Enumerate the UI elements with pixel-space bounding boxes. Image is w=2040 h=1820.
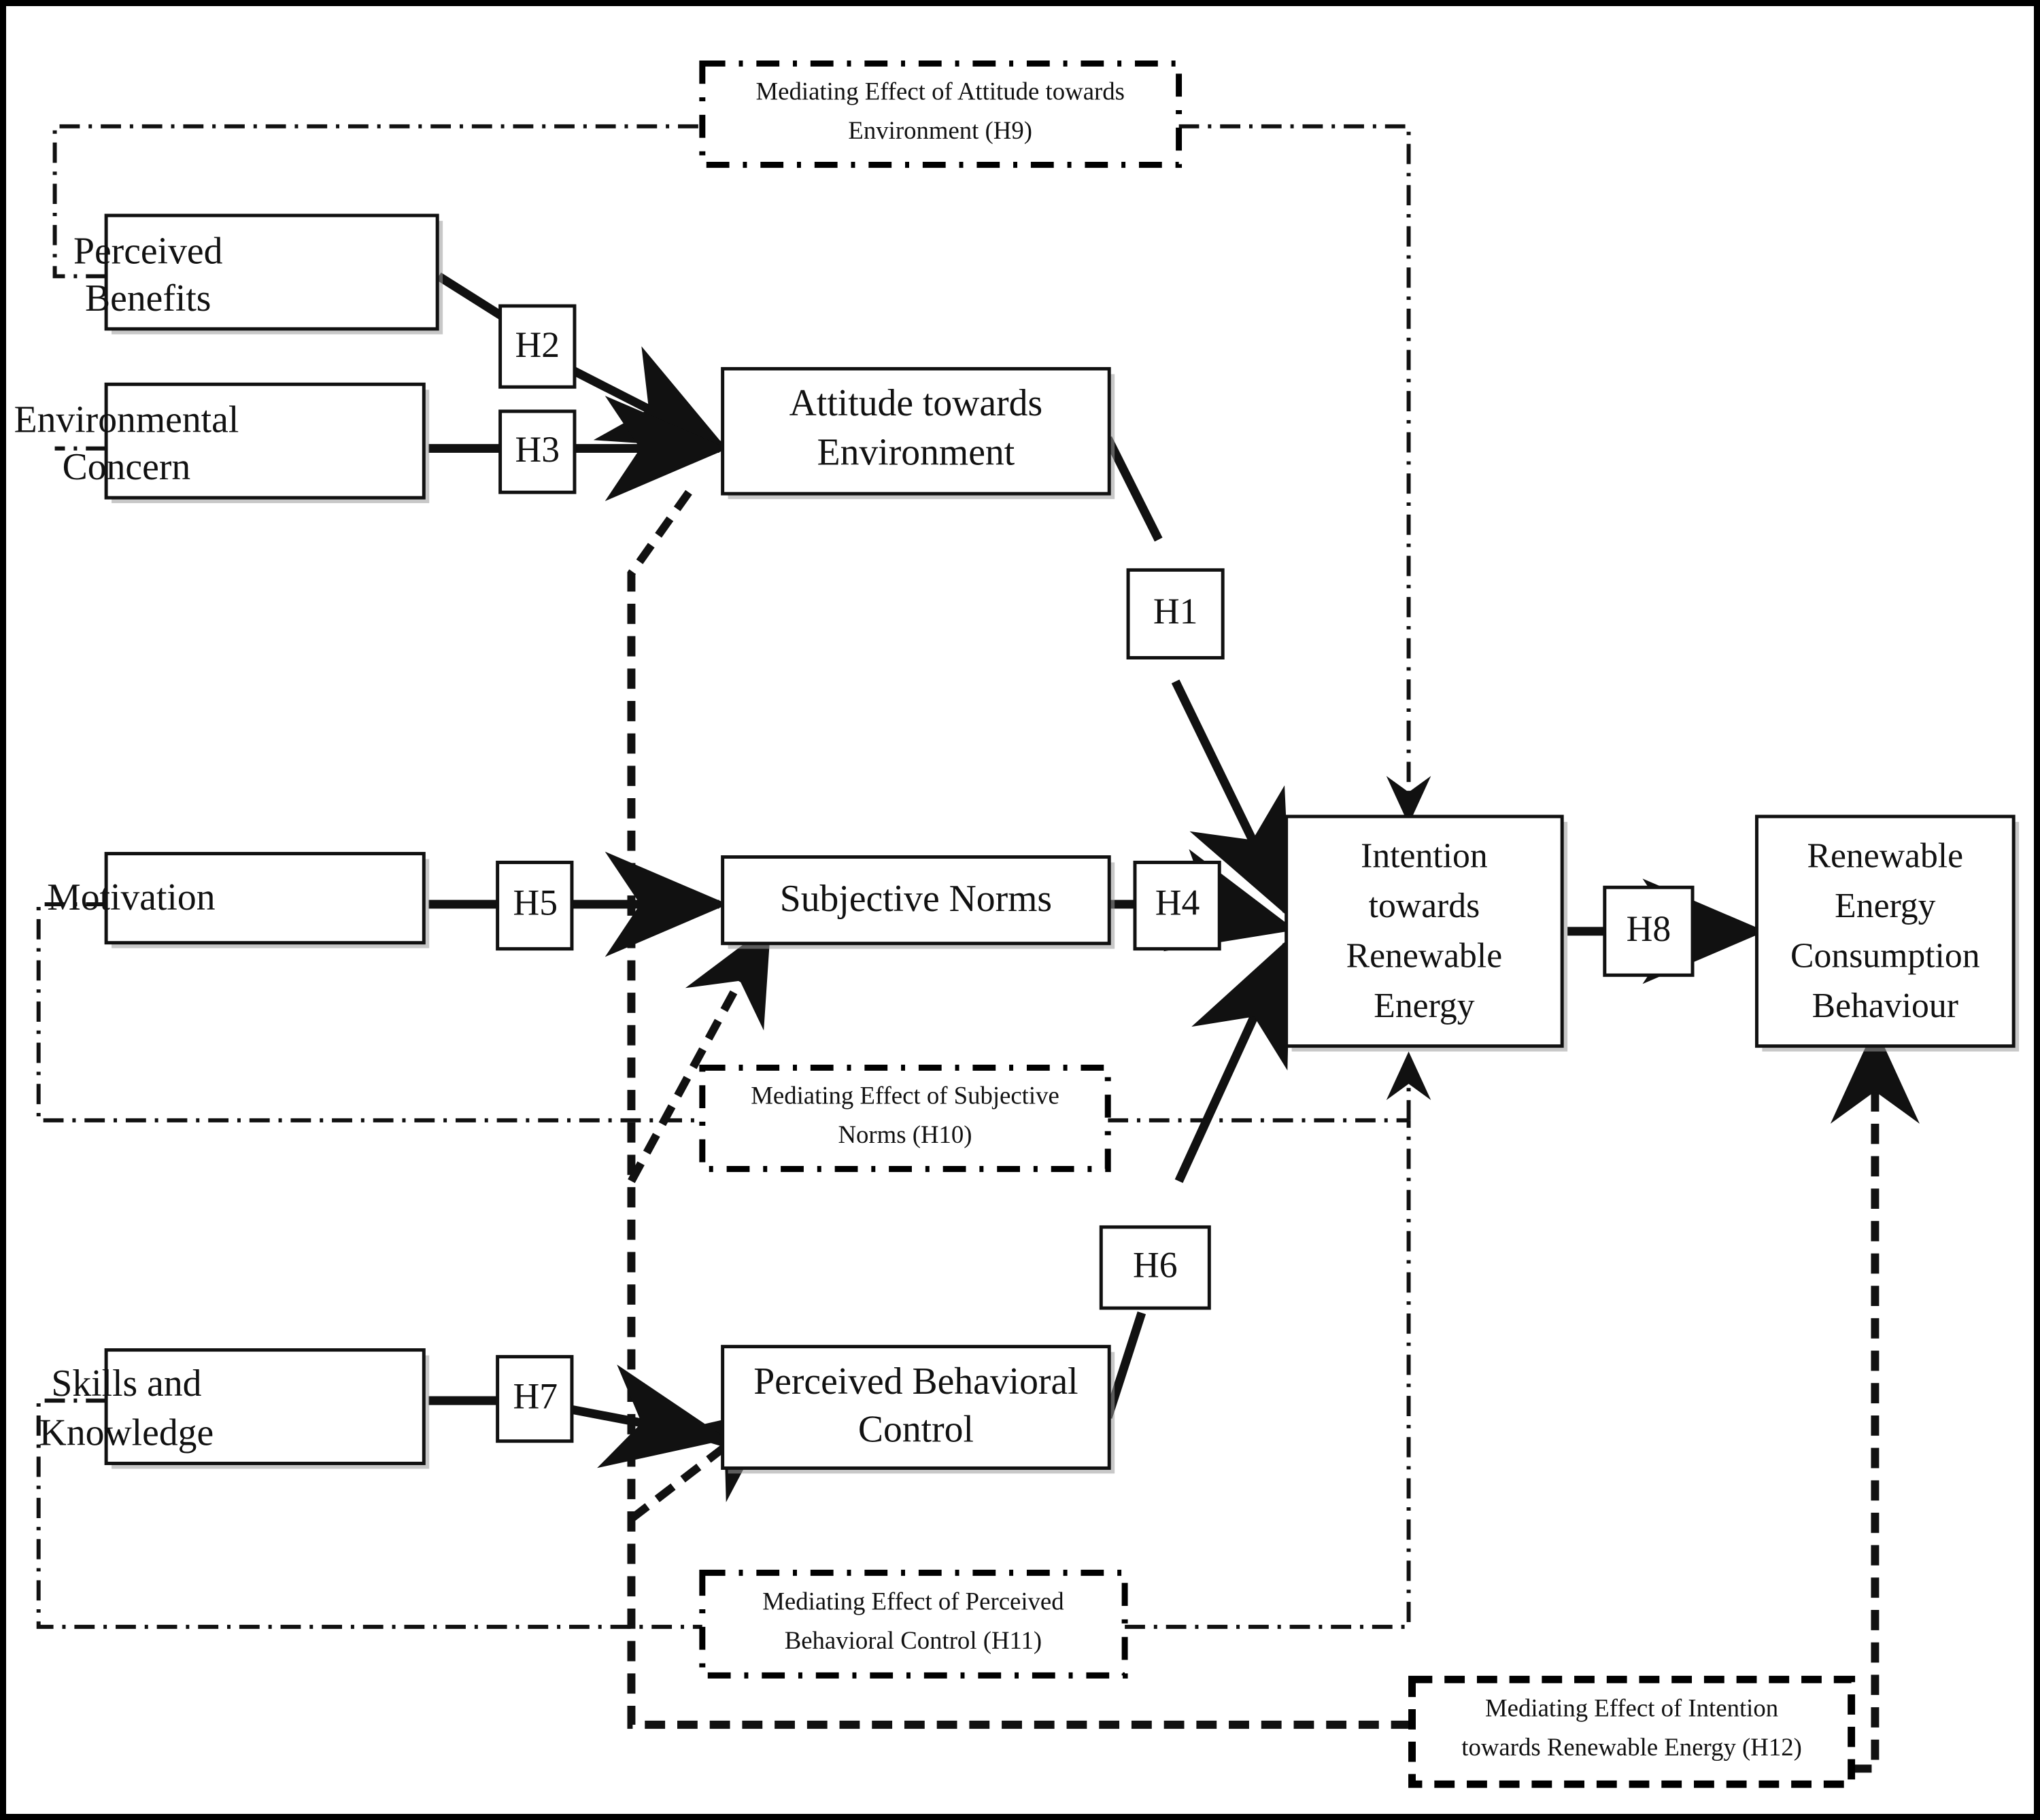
node-skills-line2: Knowledge <box>39 1412 214 1454</box>
node-environmental-concern-line2: Concern <box>63 446 191 488</box>
mediating-h11-line1: Mediating Effect of Perceived <box>762 1587 1064 1615</box>
node-intention-line1: Intention <box>1361 836 1488 875</box>
hypothesis-h5-label: H5 <box>513 882 558 923</box>
hypothesis-label-h4[interactable]: H4 <box>1133 860 1221 951</box>
node-pbc-line2: Control <box>858 1409 974 1451</box>
node-skills-and-knowledge[interactable]: Skills and Knowledge <box>39 1348 430 1469</box>
mediation-route-h9 <box>52 124 1431 825</box>
hypothesis-h6-label: H6 <box>1133 1245 1178 1286</box>
mediation-route-h10 <box>36 902 1431 1122</box>
node-recb-line2: Energy <box>1835 887 1935 925</box>
node-subjective-norms-label: Subjective Norms <box>780 878 1052 920</box>
node-perceived-benefits-line1: Perceived <box>73 230 223 272</box>
mediating-effect-box-h12[interactable]: Mediating Effect of Intention towards Re… <box>1408 1675 1856 1788</box>
node-environmental-concern[interactable]: Environmental Concern <box>14 382 430 504</box>
node-motivation-label: Motivation <box>47 876 215 918</box>
mediating-effect-box-h9[interactable]: Mediating Effect of Attitude towards Env… <box>699 60 1183 168</box>
node-recb-line1: Renewable <box>1807 836 1964 875</box>
node-pbc-line1: Perceived Behavioral <box>753 1360 1078 1403</box>
hypothesis-h3-label: H3 <box>515 429 560 470</box>
hypothesis-h7-label: H7 <box>513 1375 558 1416</box>
node-environmental-concern-line1: Environmental <box>14 399 239 441</box>
node-attitude-line2: Environment <box>817 431 1015 473</box>
mediating-h9-line1: Mediating Effect of Attitude towards <box>755 78 1124 105</box>
hypothesis-h2-label: H2 <box>515 324 560 365</box>
mediating-effect-box-h11[interactable]: Mediating Effect of Perceived Behavioral… <box>699 1569 1128 1679</box>
arrow-h7 <box>428 1364 728 1469</box>
mediating-effect-box-h10[interactable]: Mediating Effect of Subjective Norms (H1… <box>699 1064 1111 1172</box>
node-intention-line4: Energy <box>1374 986 1474 1025</box>
node-renewable-energy-consumption-behaviour[interactable]: Renewable Energy Consumption Behaviour <box>1754 814 2020 1052</box>
hypothesis-h4-label: H4 <box>1155 882 1200 923</box>
hypothesis-label-h8[interactable]: H8 <box>1603 885 1695 977</box>
hypothesis-label-h3[interactable]: H3 <box>498 409 577 494</box>
mediation-route-h11 <box>36 1120 1411 1629</box>
node-subjective-norms[interactable]: Subjective Norms <box>721 855 1115 949</box>
node-perceived-benefits-line2: Benefits <box>85 277 211 320</box>
node-skills-line1: Skills and <box>51 1362 201 1405</box>
node-attitude-line1: Attitude towards <box>789 382 1042 424</box>
arrow-h6 <box>1104 936 1291 1419</box>
mediating-h9-line2: Environment (H9) <box>848 116 1032 144</box>
hypothesis-label-h6[interactable]: H6 <box>1099 1225 1211 1310</box>
node-intention-line2: towards <box>1369 887 1480 925</box>
arrow-h1 <box>1104 436 1291 919</box>
hypothesis-label-h5[interactable]: H5 <box>496 860 574 951</box>
mediating-h12-line1: Mediating Effect of Intention <box>1485 1694 1778 1721</box>
hypothesis-h8-label: H8 <box>1627 908 1671 949</box>
node-intention-line3: Renewable <box>1346 936 1503 975</box>
hypothesis-label-h7[interactable]: H7 <box>496 1355 574 1443</box>
hypothesis-label-h1[interactable]: H1 <box>1126 568 1225 659</box>
mediating-h12-line2: towards Renewable Energy (H12) <box>1461 1733 1802 1761</box>
node-recb-line3: Consumption <box>1790 936 1980 975</box>
mediating-h10-line2: Norms (H10) <box>838 1120 972 1148</box>
diagram-svg: Perceived Benefits Environmental Concern… <box>14 60 2020 1788</box>
node-intention-towards-renewable-energy[interactable]: Intention towards Renewable Energy <box>1285 814 1568 1052</box>
hypothesis-label-h2[interactable]: H2 <box>498 304 577 389</box>
node-recb-line4: Behaviour <box>1812 986 1958 1025</box>
mediating-h11-line2: Behavioral Control (H11) <box>785 1626 1042 1654</box>
node-perceived-benefits[interactable]: Perceived Benefits <box>73 213 443 334</box>
node-motivation[interactable]: Motivation <box>47 852 430 948</box>
node-perceived-behavioral-control[interactable]: Perceived Behavioral Control <box>721 1345 1115 1474</box>
mediating-h10-line1: Mediating Effect of Subjective <box>751 1082 1059 1110</box>
arrow-h2 <box>436 272 728 449</box>
hypothesis-h1-label: H1 <box>1153 591 1198 632</box>
node-attitude-towards-environment[interactable]: Attitude towards Environment <box>721 366 1115 500</box>
